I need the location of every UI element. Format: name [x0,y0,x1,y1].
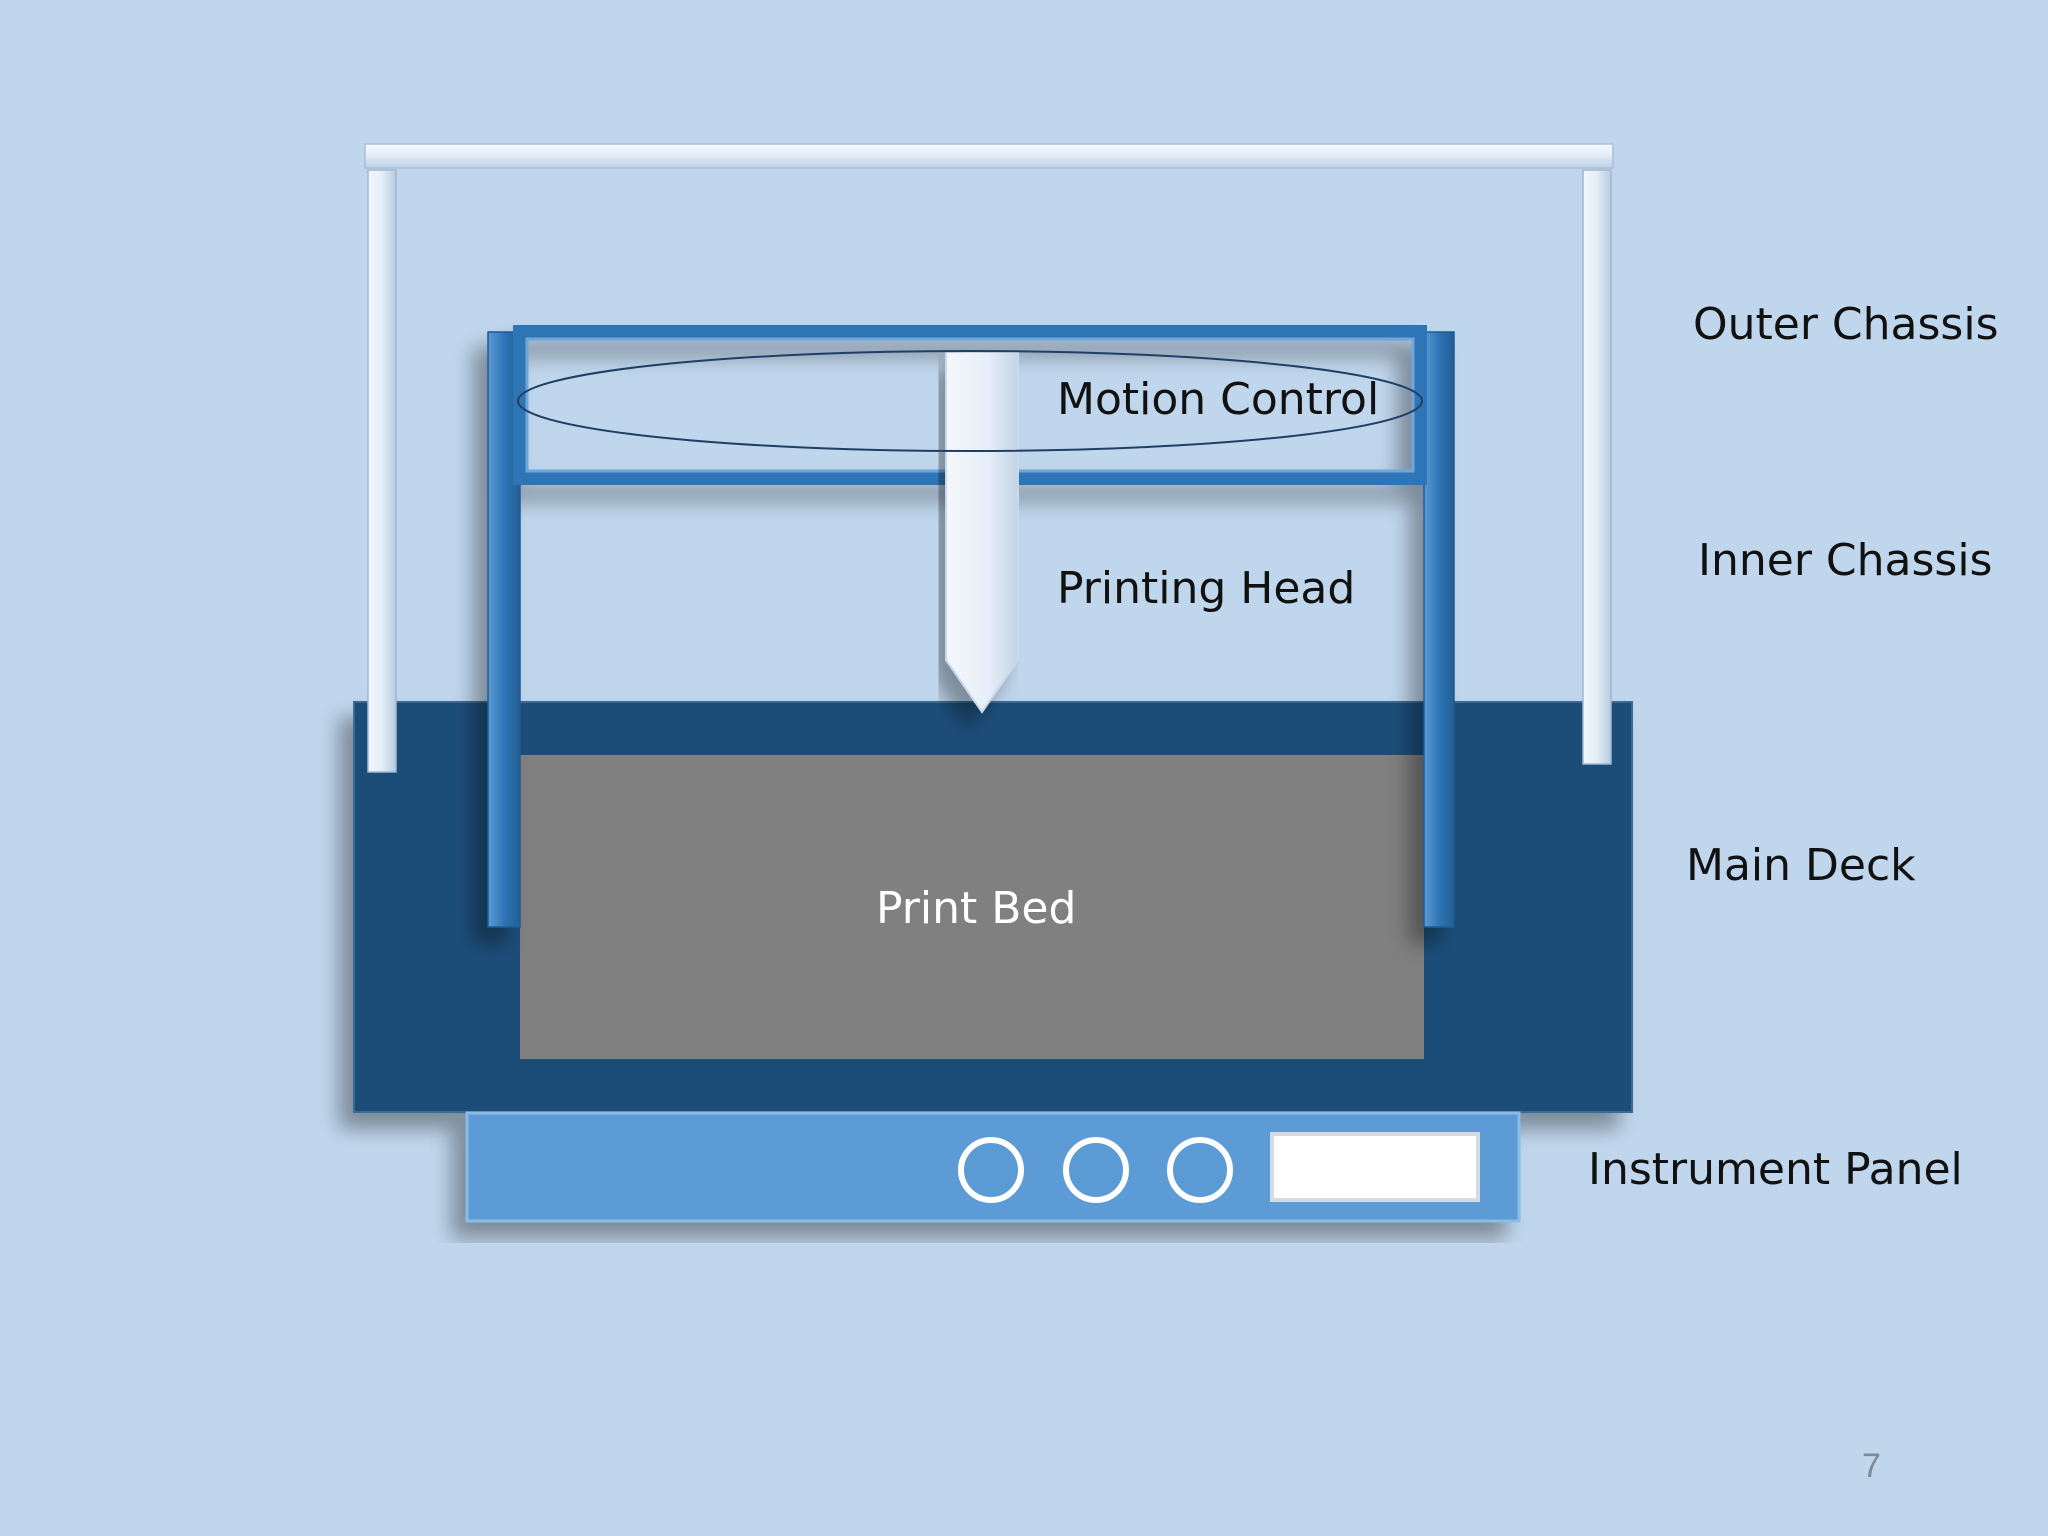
outer-chassis-label: Outer Chassis [1693,299,1999,350]
instrument-panel-label: Instrument Panel [1588,1144,1963,1195]
printing-head-label: Printing Head [1057,563,1356,614]
inner-chassis-label: Inner Chassis [1698,535,1993,586]
print-bed [520,755,1424,1059]
panel-buttons [958,1132,1480,1203]
printing-head [945,351,1019,714]
panel-display-icon [1270,1132,1480,1202]
main-deck-label: Main Deck [1686,840,1916,891]
print-bed-label: Print Bed [876,883,1077,934]
motion-control-ellipse [517,350,1423,452]
motion-control-label: Motion Control [1057,374,1380,425]
outer-chassis [364,143,1614,773]
panel-button-icon[interactable] [958,1137,1024,1203]
panel-button-icon[interactable] [1063,1137,1129,1203]
panel-button-icon[interactable] [1167,1137,1233,1203]
page-number: 7 [1862,1447,1881,1485]
